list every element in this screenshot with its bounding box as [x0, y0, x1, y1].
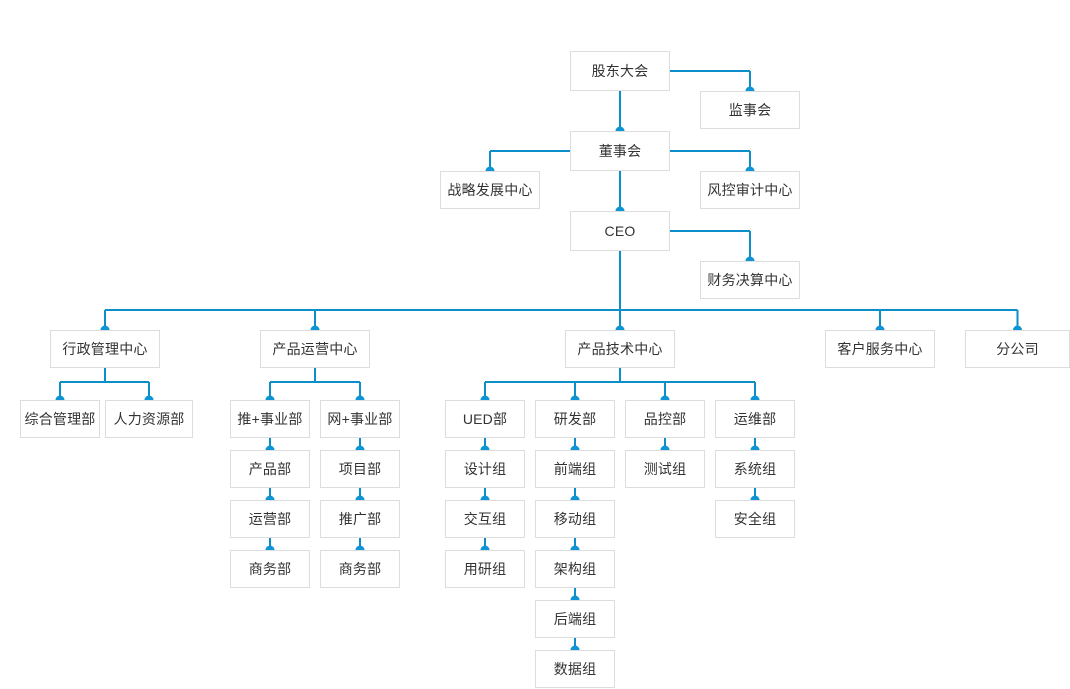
org-node-label: 股东大会	[591, 63, 649, 79]
org-node-operation[interactable]: 运营部	[230, 500, 310, 538]
org-node-business1[interactable]: 商务部	[230, 550, 310, 588]
org-node-board[interactable]: 董事会	[570, 131, 670, 171]
org-node-custservice[interactable]: 客户服务中心	[825, 330, 935, 368]
org-node-label: 测试组	[643, 461, 687, 477]
org-node-label: 产品技术中心	[577, 341, 663, 357]
org-node-label: 运维部	[733, 411, 777, 427]
org-node-label: 系统组	[733, 461, 777, 477]
org-node-archgrp[interactable]: 架构组	[535, 550, 615, 588]
org-node-label: 战略发展中心	[447, 182, 533, 198]
org-node-label: 商务部	[248, 561, 292, 577]
org-node-datagrp[interactable]: 数据组	[535, 650, 615, 688]
org-node-project[interactable]: 项目部	[320, 450, 400, 488]
org-node-ued[interactable]: UED部	[445, 400, 525, 438]
org-node-frontendgrp[interactable]: 前端组	[535, 450, 615, 488]
org-node-label: 架构组	[553, 561, 597, 577]
org-node-securitygrp[interactable]: 安全组	[715, 500, 795, 538]
org-node-systemgrp[interactable]: 系统组	[715, 450, 795, 488]
org-node-label: 数据组	[553, 661, 597, 677]
org-node-label: 用研组	[463, 561, 507, 577]
org-node-label: 移动组	[553, 511, 597, 527]
org-node-label: 推广部	[338, 511, 382, 527]
org-node-wangplus[interactable]: 网+事业部	[320, 400, 400, 438]
org-node-label: 品控部	[643, 411, 687, 427]
org-node-label: 项目部	[338, 461, 382, 477]
org-node-label: 监事会	[728, 102, 772, 118]
org-node-label: 人力资源部	[113, 411, 185, 427]
org-node-label: UED部	[462, 411, 508, 427]
org-node-interactiongrp[interactable]: 交互组	[445, 500, 525, 538]
org-node-label: 产品部	[248, 461, 292, 477]
org-node-designgrp[interactable]: 设计组	[445, 450, 525, 488]
org-node-mobilegrp[interactable]: 移动组	[535, 500, 615, 538]
org-node-researchgrp[interactable]: 用研组	[445, 550, 525, 588]
org-node-prodtech[interactable]: 产品技术中心	[565, 330, 675, 368]
org-node-finance[interactable]: 财务决算中心	[700, 261, 800, 299]
org-node-label: 客户服务中心	[837, 341, 923, 357]
org-node-label: 交互组	[463, 511, 507, 527]
org-node-label: 风控审计中心	[707, 182, 793, 198]
org-node-label: 后端组	[553, 611, 597, 627]
org-node-admin[interactable]: 行政管理中心	[50, 330, 160, 368]
org-node-label: 董事会	[598, 143, 642, 159]
org-node-supervisors[interactable]: 监事会	[700, 91, 800, 129]
org-node-label: 商务部	[338, 561, 382, 577]
org-node-label: 网+事业部	[327, 411, 393, 427]
org-node-label: 设计组	[463, 461, 507, 477]
org-node-rnd[interactable]: 研发部	[535, 400, 615, 438]
org-node-hr[interactable]: 人力资源部	[105, 400, 193, 438]
org-node-shareholders[interactable]: 股东大会	[570, 51, 670, 91]
org-node-label: 行政管理中心	[62, 341, 148, 357]
org-node-riskaudit[interactable]: 风控审计中心	[700, 171, 800, 209]
org-node-label: 综合管理部	[24, 411, 96, 427]
org-node-strategy[interactable]: 战略发展中心	[440, 171, 540, 209]
org-node-general[interactable]: 综合管理部	[20, 400, 100, 438]
org-node-promotion[interactable]: 推广部	[320, 500, 400, 538]
org-node-label: 研发部	[553, 411, 597, 427]
org-node-product[interactable]: 产品部	[230, 450, 310, 488]
org-node-qc[interactable]: 品控部	[625, 400, 705, 438]
org-node-backendgrp[interactable]: 后端组	[535, 600, 615, 638]
org-node-business2[interactable]: 商务部	[320, 550, 400, 588]
org-node-label: 安全组	[733, 511, 777, 527]
org-node-ceo[interactable]: CEO	[570, 211, 670, 251]
org-node-label: 运营部	[248, 511, 292, 527]
org-node-devops[interactable]: 运维部	[715, 400, 795, 438]
org-node-label: CEO	[604, 223, 636, 239]
org-node-branch[interactable]: 分公司	[965, 330, 1070, 368]
org-node-label: 分公司	[996, 341, 1039, 357]
org-node-prodops[interactable]: 产品运营中心	[260, 330, 370, 368]
org-node-label: 产品运营中心	[272, 341, 358, 357]
org-node-testgrp[interactable]: 测试组	[625, 450, 705, 488]
org-node-label: 前端组	[553, 461, 597, 477]
org-node-label: 财务决算中心	[707, 272, 793, 288]
org-node-label: 推+事业部	[237, 411, 303, 427]
org-node-tuiplus[interactable]: 推+事业部	[230, 400, 310, 438]
